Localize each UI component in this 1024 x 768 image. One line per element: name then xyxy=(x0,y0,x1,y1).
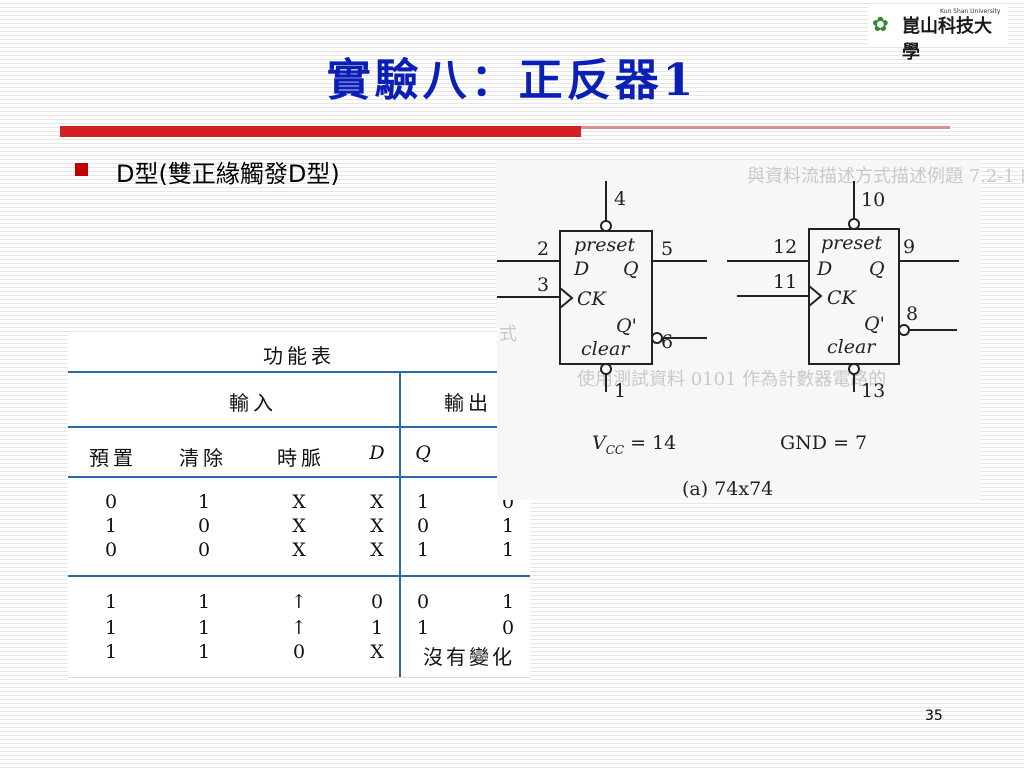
bullet-text: D型(雙正緣觸發D型) xyxy=(116,160,340,188)
table-cell: 1 xyxy=(370,617,384,639)
logo-english: Kun Shan University xyxy=(940,8,1001,15)
col-clear: 清除 xyxy=(179,446,227,470)
col-preset: 預置 xyxy=(89,446,137,470)
table-cell: 1 xyxy=(197,641,211,663)
vcc-subscript: CC xyxy=(606,443,624,457)
table-cell: 1 xyxy=(416,539,430,561)
table-rule xyxy=(68,677,530,678)
col-d: D xyxy=(369,442,385,464)
table-cell: 0 xyxy=(292,641,306,663)
table-cell: 1 xyxy=(104,591,118,613)
table-cell: 1 xyxy=(104,617,118,639)
flip-flop-diagram: 與資料流描述方式描述例題 7.2-1 的 式 使用測試資料 0101 作為計數器… xyxy=(497,160,1024,500)
ff2-pin-qbar: 8 xyxy=(906,303,918,325)
table-cell: 0 xyxy=(104,539,118,561)
col-clock: 時脈 xyxy=(277,446,325,470)
table-cell: X xyxy=(370,515,384,537)
no-change-label: 沒有變化 xyxy=(423,645,515,669)
table-cell: ↑ xyxy=(291,617,307,639)
ff1-pin-d: 2 xyxy=(537,238,549,260)
ff2-pin-ck: 11 xyxy=(773,271,797,293)
table-rule xyxy=(68,476,530,478)
logo-chinese: 崑山科技大學 xyxy=(902,16,992,63)
ff2-q-label: Q xyxy=(869,258,885,280)
university-logo: ✿ 崑山科技大學 Kun Shan University xyxy=(868,6,1008,63)
table-cell: 1 xyxy=(104,641,118,663)
ff2-pin-d: 12 xyxy=(773,236,797,258)
ff1-qbar-label: Q' xyxy=(616,315,637,337)
background-bleed: 與資料流描述方式描述例題 7.2-1 的 xyxy=(747,166,1024,187)
table-cell: X xyxy=(370,641,384,663)
table-cell: 0 xyxy=(104,491,118,513)
vcc-value: = 14 xyxy=(630,432,676,454)
table-cell: 1 xyxy=(501,591,515,613)
table-cell: 0 xyxy=(197,539,211,561)
background-bleed: 使用測試資料 0101 作為計數器電路的 xyxy=(577,369,887,390)
vcc-label: VCC = 14 xyxy=(592,432,676,457)
table-cell: 1 xyxy=(416,491,430,513)
function-table: 功能表 輸入 輸出 預置 清除 時脈 D Q Q' 0 1 X X 1 0 1 … xyxy=(68,334,530,680)
ff1-ck-label: CK xyxy=(577,288,608,310)
background-bleed: 式 xyxy=(499,324,517,345)
ff2-pin-preset: 10 xyxy=(861,189,885,211)
table-cell: 1 xyxy=(197,591,211,613)
table-cell: X xyxy=(292,515,306,537)
ff2-preset-label: preset xyxy=(821,232,882,254)
diagram-caption: (a) 74x74 xyxy=(682,478,773,500)
table-rule xyxy=(68,575,530,577)
table-caption: 功能表 xyxy=(263,344,335,368)
logo-mark-icon: ✿ xyxy=(872,12,889,36)
table-rule xyxy=(68,426,530,428)
ff2-d-label: D xyxy=(816,258,832,280)
ff1-pin-q: 5 xyxy=(661,238,673,260)
table-cell: X xyxy=(292,491,306,513)
table-cell: 0 xyxy=(370,591,384,613)
vcc-v: V xyxy=(592,432,608,454)
table-cell: X xyxy=(292,539,306,561)
ff2-pin-q: 9 xyxy=(903,236,915,258)
group-outputs: 輸出 xyxy=(444,391,492,415)
ff2-qbar-label: Q' xyxy=(864,313,885,335)
page-number: 35 xyxy=(925,708,943,724)
group-inputs: 輸入 xyxy=(229,391,277,415)
gnd-label: GND = 7 xyxy=(780,432,867,454)
table-cell: ↑ xyxy=(291,591,307,613)
table-cell: 0 xyxy=(416,515,430,537)
table-cell: 0 xyxy=(416,591,430,613)
table-cell: 0 xyxy=(197,515,211,537)
ff1-pin-ck: 3 xyxy=(537,274,549,296)
ff1-clear-label: clear xyxy=(581,338,631,360)
table-cell: 1 xyxy=(501,515,515,537)
table-cell: 1 xyxy=(104,515,118,537)
ff1-pin-qbar: 6 xyxy=(661,331,673,353)
table-cell: X xyxy=(370,491,384,513)
bullet-square-icon xyxy=(75,163,88,176)
col-q: Q xyxy=(415,442,431,464)
title-rule-thin xyxy=(581,126,950,129)
ff1-d-label: D xyxy=(573,258,589,280)
table-cell: 1 xyxy=(197,491,211,513)
ff2-pin-clear: 13 xyxy=(861,380,885,402)
table-cell: 0 xyxy=(501,617,515,639)
ff1-pin-clear: 1 xyxy=(614,380,626,402)
ff2-ck-label: CK xyxy=(827,287,858,309)
table-rule xyxy=(68,371,530,373)
title-rule-red xyxy=(60,126,581,137)
table-cell: 1 xyxy=(197,617,211,639)
table-cell: 1 xyxy=(501,539,515,561)
table-cell: X xyxy=(370,539,384,561)
table-divider xyxy=(399,371,401,677)
ff1-q-label: Q xyxy=(623,258,639,280)
slide-title: 實驗八：正反器1 xyxy=(326,55,698,106)
ff1-pin-preset: 4 xyxy=(614,188,626,210)
ff2-clear-label: clear xyxy=(827,336,877,358)
ff1-preset-label: preset xyxy=(574,234,635,256)
table-cell: 1 xyxy=(416,617,430,639)
circuit-svg: preset D Q CK Q' clear 4 2 3 5 6 1 prese… xyxy=(497,181,959,500)
